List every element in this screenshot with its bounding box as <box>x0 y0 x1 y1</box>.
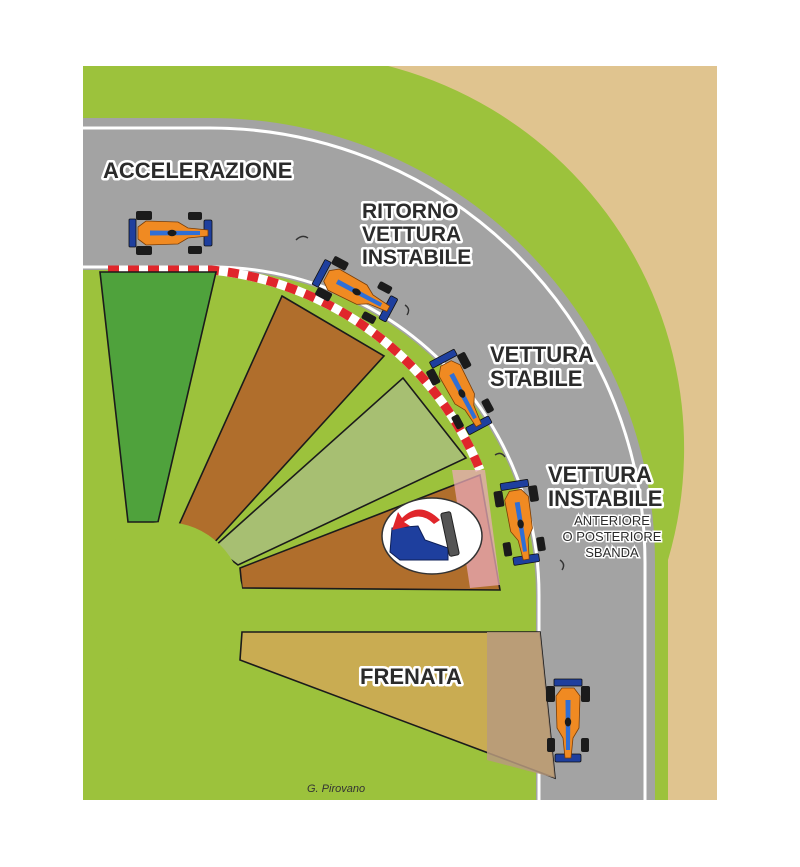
motion-marks <box>295 235 565 571</box>
zone-acceleration <box>99 271 218 523</box>
label-return-unstable-1: RITORNO <box>362 200 458 223</box>
label-return-unstable-2: VETTURA <box>362 223 461 246</box>
author-credit: G. Pirovano <box>307 783 365 795</box>
zone-braking-highlight <box>487 632 555 778</box>
label-skid-2: O POSTERIORE <box>563 529 662 544</box>
label-skid-3: SBANDA <box>585 545 639 560</box>
label-acceleration: ACCELERAZIONE <box>103 158 292 183</box>
driver-foot-pedal-icon <box>381 497 483 575</box>
track-outer-line <box>83 126 647 800</box>
apex-grass-circle <box>87 522 243 678</box>
label-return-unstable-3: INSTABILE <box>362 246 471 269</box>
zone-stable <box>212 376 468 566</box>
label-stable-2: STABILE <box>490 366 582 391</box>
label-unstable-1: VETTURA <box>548 462 652 487</box>
label-stable-1: VETTURA <box>490 342 594 367</box>
label-skid-1: ANTERIORE <box>574 513 650 528</box>
red-arrow-icon <box>392 509 440 530</box>
label-unstable-2: INSTABILE <box>548 486 662 511</box>
sand-gravel-trap <box>190 66 717 800</box>
label-braking: FRENATA <box>360 664 462 689</box>
